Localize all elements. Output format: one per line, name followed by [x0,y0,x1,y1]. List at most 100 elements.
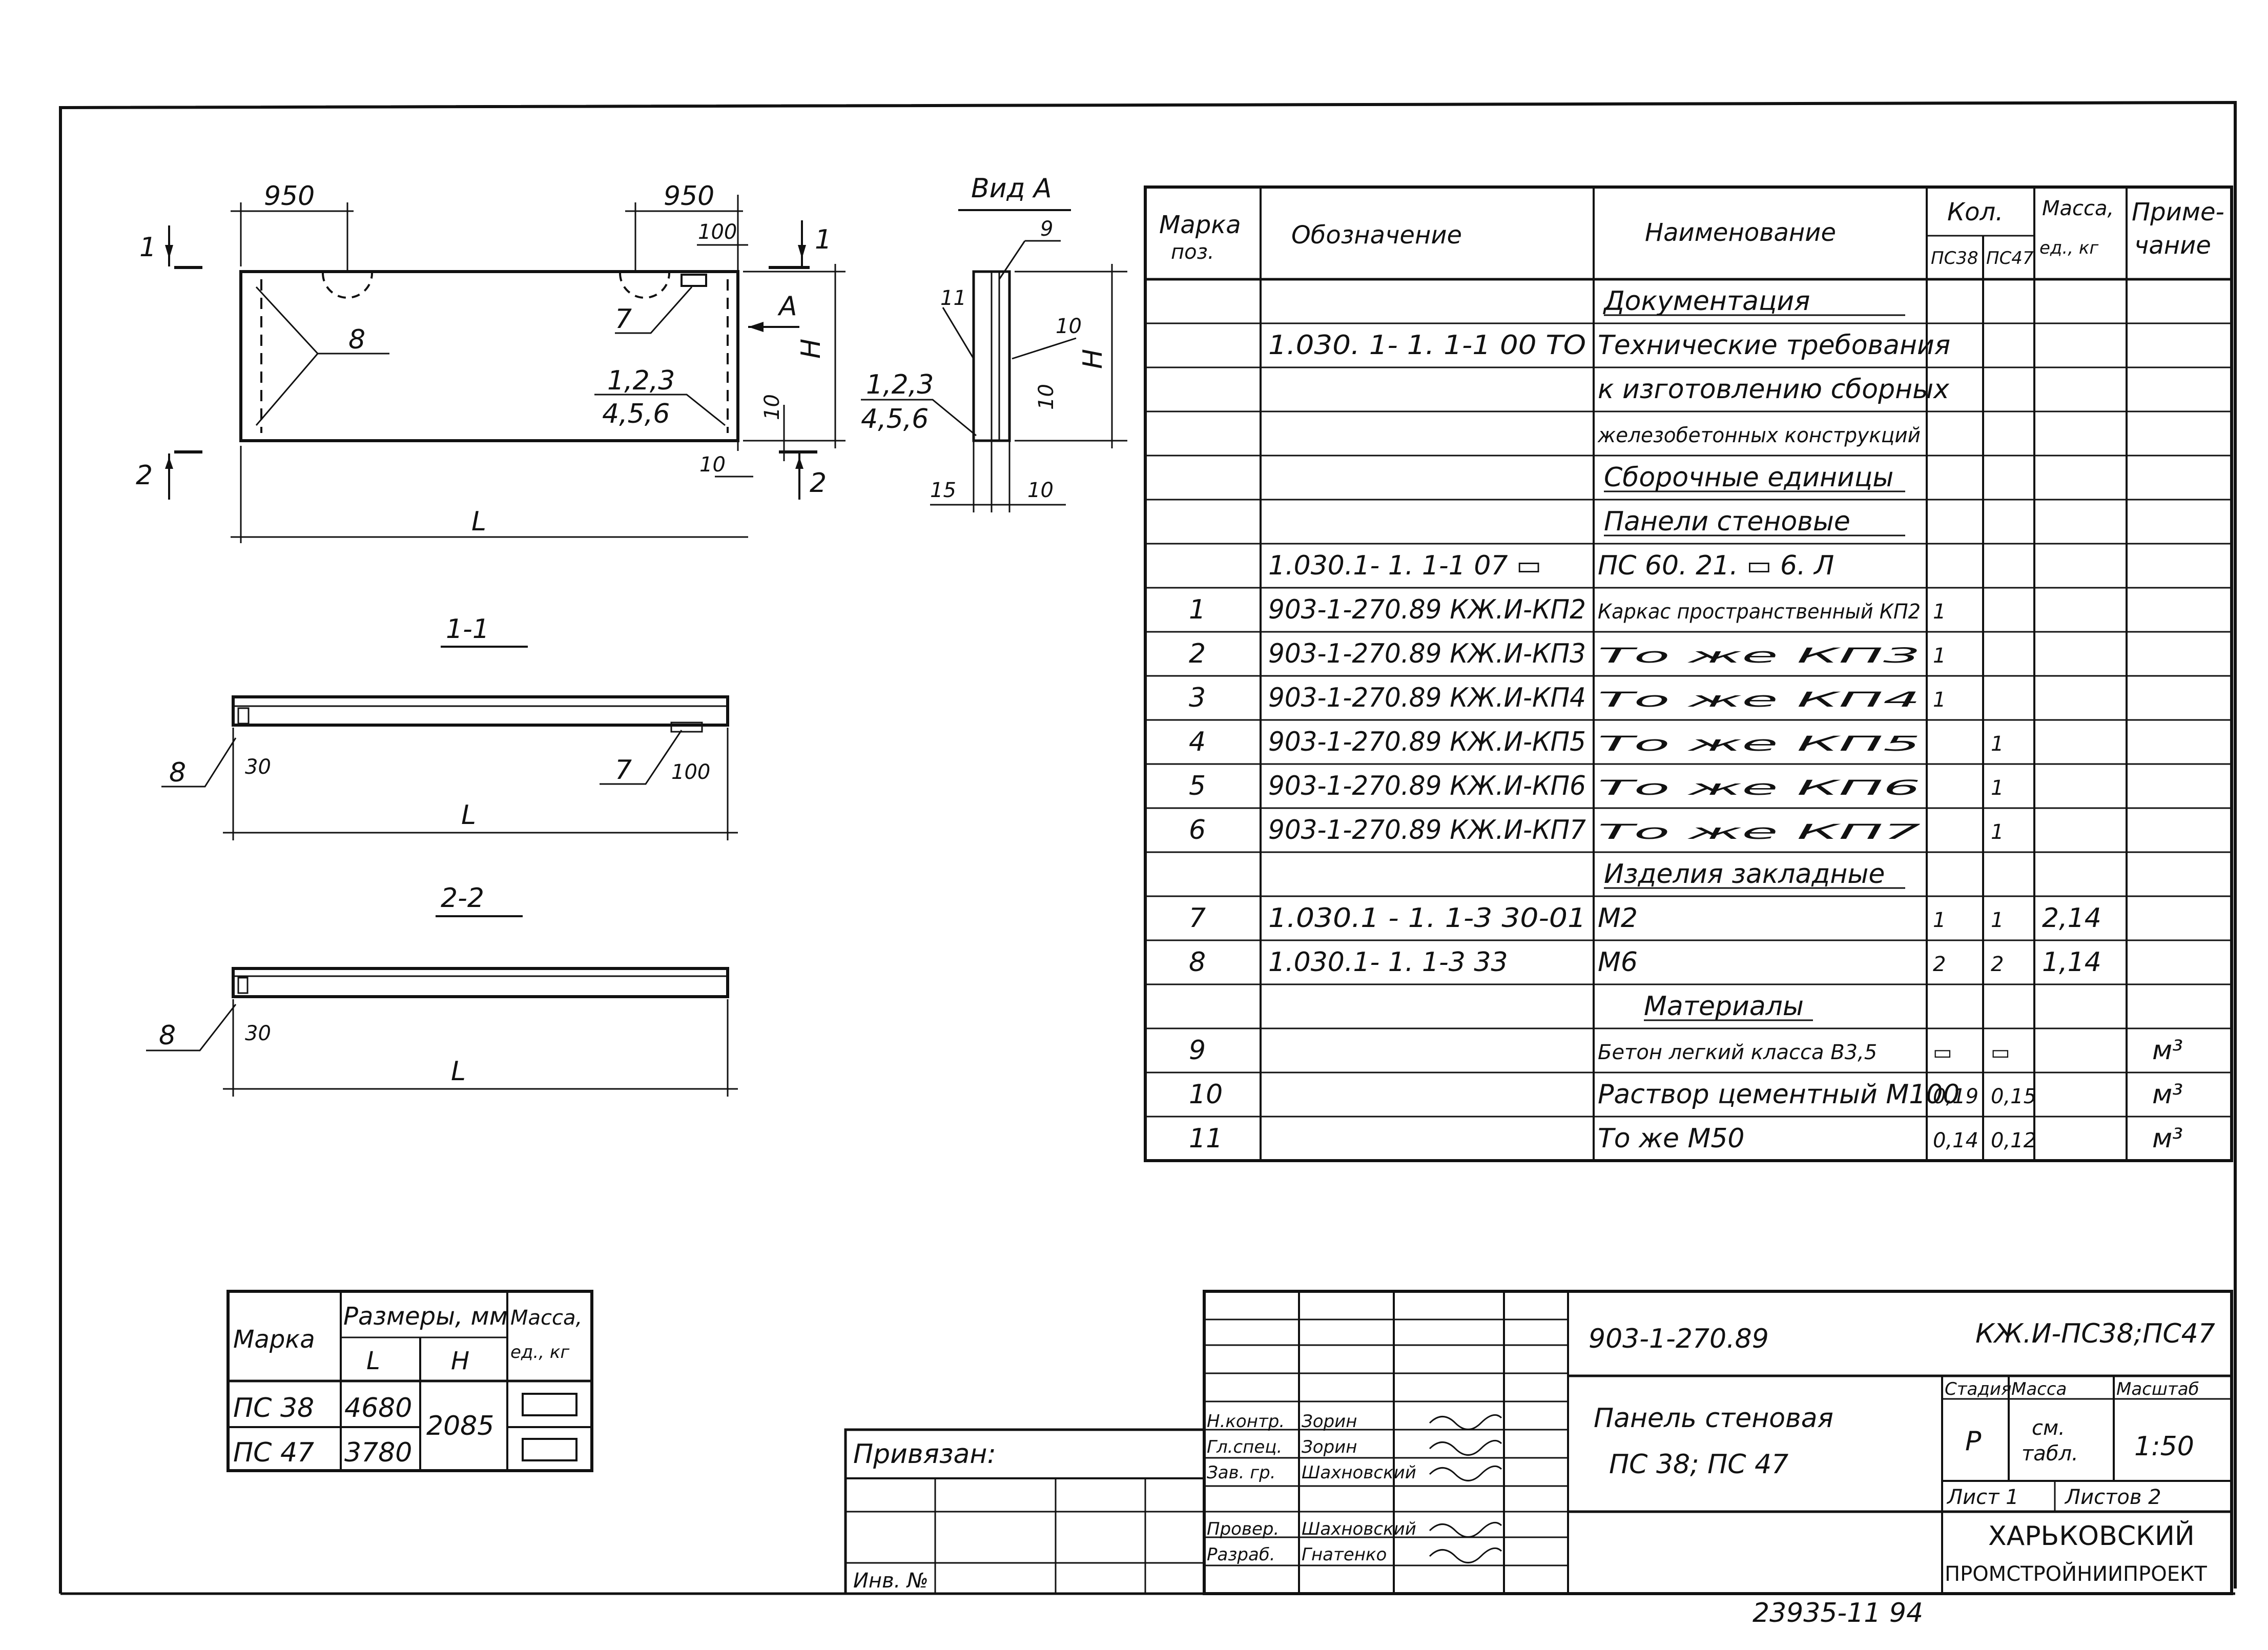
spec-row: Материалы [1644,991,1813,1022]
hdr-name: Наименование [1645,218,1836,247]
view-a-456: 4,5,6 [861,404,929,435]
callout-2r: 2 [810,468,827,499]
tb-title1: Панель стеновая [1594,1403,1833,1434]
spec-q47: 0,15 [1991,1085,2036,1108]
section-2-frame [237,977,249,994]
s1-callout-8: 8 [169,757,186,788]
spec-row: 1.030.1- 1. 1-1 07 ▭ПС 60. 21. ▭ 6. Л [1268,550,1834,581]
spec-pos: 9 [1189,1035,1206,1066]
sheet-frame [59,100,2237,1594]
spec-pos: 1 [1189,594,1206,625]
dim-100-b: 100 [671,760,710,784]
dim-30-a: 30 [245,755,271,779]
tb-sheets: Листов 2 [2064,1486,2161,1509]
spec-q47: 2 [1991,953,2004,976]
spec-name: Изделия закладные [1604,859,1885,890]
spec-name: Сборочные единицы [1604,462,1893,493]
inv-label: Инв. № [853,1569,929,1593]
callout-456: 4,5,6 [602,399,670,429]
spec-name: Каркас пространственный КП2 [1598,600,1921,624]
role-label: Провер. [1207,1519,1279,1539]
view-a-9: 9 [1040,217,1053,241]
role-name: Зорин [1302,1437,1357,1457]
spec-q38: 0,19 [1933,1085,1978,1108]
spec-row: Панели стеновые [1604,506,1905,537]
role-name: Шахновский [1302,1462,1416,1483]
spec-q47: 1 [1991,776,2004,800]
spec-note: м³ [2152,1079,2183,1110]
spec-q38: 1 [1933,909,1946,932]
tb-mass-label: Масса [2011,1379,2067,1399]
leader-7-s1 [600,730,683,785]
size-row2-mark: ПС 47 [233,1437,314,1468]
spec-name: То же КП4 [1598,688,1921,712]
dim-950-left: 950 [264,181,315,212]
signature-mark [1429,1414,1502,1430]
spec-q47: 1 [1991,732,2004,756]
leader-123 [594,394,726,426]
dim-l: L [471,506,486,537]
dim-10-a: 10 [760,394,784,420]
spec-designation: 903-1-270.89 КЖ.И-КП5 [1268,727,1586,757]
spec-mass: 1,14 [2042,947,2101,978]
section-1-title: 1-1 [446,614,489,645]
spec-name: М6 [1598,947,1638,978]
tb-mass2: табл. [2022,1442,2078,1466]
embedded-plate [681,274,707,287]
s2-dim-l: L [451,1056,466,1087]
tb-stage: Р [1965,1426,1982,1457]
dim-950-right: 950 [664,181,714,212]
spec-q38: 1 [1933,600,1946,624]
section-2-title: 2-2 [441,883,484,914]
section-2-body [232,967,729,998]
spec-name: Документация [1603,286,1810,317]
signature-mark [1429,1521,1502,1538]
role-label: Гл.спец. [1207,1437,1282,1457]
panel-elevation: 8 7 1,2,3 4,5,6 950 950 100 H 10 10 L [136,181,846,543]
spec-designation: 1.030.1- 1. 1-1 07 ▭ [1268,550,1541,581]
spec-designation: 1.030.1- 1. 1-3 33 [1268,947,1508,978]
size-hdr-mass-unit: ед., кг [510,1342,570,1363]
hdr-mass-unit: ед., кг [2039,238,2099,258]
leader-10 [1012,337,1077,360]
spec-pos: 5 [1189,771,1206,801]
hdr-designation: Обозначение [1291,221,1462,250]
spec-q38: 1 [1933,688,1946,712]
role-label: Разраб. [1207,1544,1275,1565]
spec-name: То же КП5 [1598,732,1921,756]
spec-row: Документация [1603,286,1905,317]
spec-row: железобетонных конструкций [1597,424,1921,447]
leader-123-a [861,399,977,437]
spec-note: м³ [2152,1035,2183,1066]
spec-name: То же КП7 [1598,820,1922,844]
section-1-body [232,695,729,727]
tb-sheet: Лист 1 [1946,1486,2019,1509]
tb-doc: КЖ.И-ПС38;ПС47 [1975,1318,2215,1349]
size-row2-l: 3780 [344,1437,412,1468]
bound-label: Привязан: [853,1439,996,1470]
tb-scale-label: Масштаб [2116,1379,2199,1399]
spec-pos: 11 [1189,1123,1223,1154]
spec-name: Технические требования [1598,330,1950,361]
view-a-letter: A [777,291,797,322]
callout-1: 1 [139,232,156,263]
tb-org1: ХАРЬКОВСКИЙ [1988,1520,2195,1552]
spec-name: Бетон легкий класса В3,5 [1598,1041,1877,1064]
spec-designation: 903-1-270.89 КЖ.И-КП3 [1268,638,1586,669]
section-1-frame [237,707,250,725]
spec-designation: 903-1-270.89 КЖ.И-КП6 [1268,771,1586,801]
leader-8-a [255,286,389,355]
leader-8-s2 [146,1004,237,1051]
section-1-plate [670,721,703,733]
signature-mark [1429,1439,1502,1456]
size-hdr-sizes: Размеры, мм [343,1302,508,1331]
spec-pos: 2 [1189,638,1206,669]
arrow-head [798,245,806,259]
arrow-head [748,322,764,332]
